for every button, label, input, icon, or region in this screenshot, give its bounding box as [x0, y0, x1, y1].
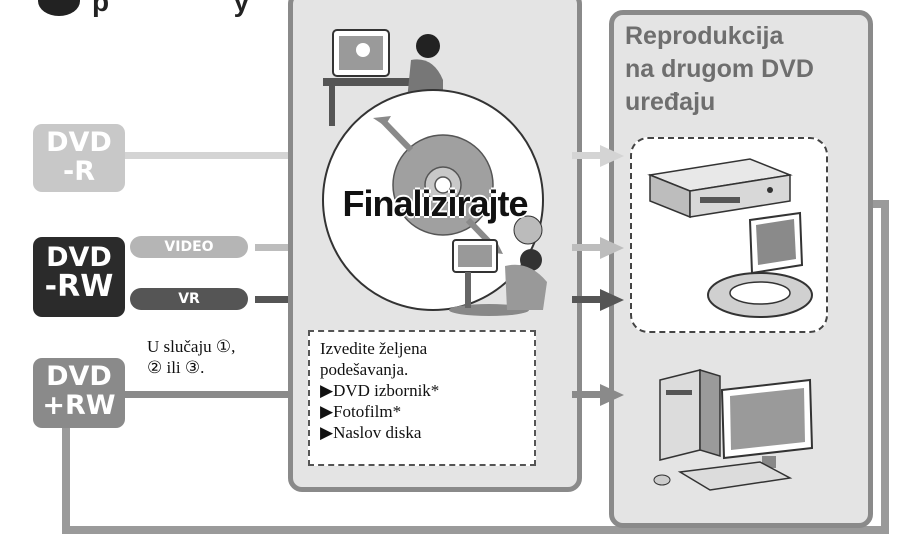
disc-label: Finalizirajte — [342, 183, 528, 224]
pc-tower-icon — [659, 368, 721, 461]
dvd-plus-rw-line1: DVD — [46, 361, 112, 392]
dvd-r-label: DVD -R — [33, 124, 125, 192]
header-icon — [38, 0, 80, 16]
dvd-plus-rw-line2: +RW — [42, 390, 116, 421]
settings-item-photo-film: ▶Fotofilm* — [320, 402, 402, 421]
condition-note-line2: ② ili ③. — [147, 358, 205, 377]
vr-mode-pill: VR — [130, 288, 248, 310]
dvd-rw-line2: -RW — [44, 269, 114, 304]
video-mode-pill: VIDEO — [130, 236, 248, 258]
portable-dvd-player-icon — [707, 211, 813, 318]
playback-heading-line3: uređaju — [625, 88, 716, 116]
settings-item-disc-title: ▶Naslov diska — [320, 423, 422, 442]
condition-note-line1: U slučaju ①, — [147, 337, 236, 356]
plus-rw-arrow-line — [572, 391, 604, 398]
dvd-r-arrow-line — [572, 152, 604, 159]
dvd-recorder-icon — [647, 158, 793, 219]
dvd-plus-rw-line — [125, 391, 288, 398]
computer-illustration — [653, 368, 814, 491]
return-line-bottom — [62, 526, 889, 534]
video-mode-line — [255, 244, 288, 251]
keyboard-icon — [653, 461, 793, 491]
playback-heading-line2: na drugom DVD — [625, 55, 814, 83]
playback-heading-line1: Reprodukcija — [625, 22, 784, 50]
condition-note: U slučaju ①, ② ili ③. — [147, 336, 235, 378]
dvd-r-line1: DVD — [46, 127, 112, 158]
settings-box: Izvedite željena podešavanja. ▶DVD izbor… — [308, 330, 536, 466]
playback-heading: Reprodukcija na drugom DVD uređaju — [625, 20, 814, 119]
dvd-players-illustration — [647, 158, 813, 318]
disc-illustration — [322, 29, 547, 316]
vr-mode-line — [255, 296, 288, 303]
family-laptop-illustration — [449, 215, 547, 316]
settings-item-dvd-menu: ▶DVD izbornik* — [320, 381, 440, 400]
dvd-rw-label: DVD -RW — [33, 237, 125, 317]
vr-arrow-line — [572, 296, 604, 303]
dvd-r-line2: -R — [63, 156, 95, 187]
vr-arrowhead — [600, 289, 624, 311]
dvd-r-arrowhead — [600, 145, 624, 167]
video-arrow-line — [572, 244, 604, 251]
dvd-r-line — [125, 152, 288, 159]
return-line-vertical — [62, 418, 70, 532]
dvd-plus-rw-label: DVD +RW — [33, 358, 125, 428]
monitor-icon — [720, 378, 814, 468]
return-line-right — [881, 204, 889, 534]
dvd-rw-line1: DVD — [46, 242, 112, 273]
settings-intro-line1: Izvedite željena — [320, 339, 428, 358]
plus-rw-arrowhead — [600, 384, 624, 406]
settings-intro-line2: podešavanja. — [320, 360, 409, 379]
video-arrowhead — [600, 237, 624, 259]
